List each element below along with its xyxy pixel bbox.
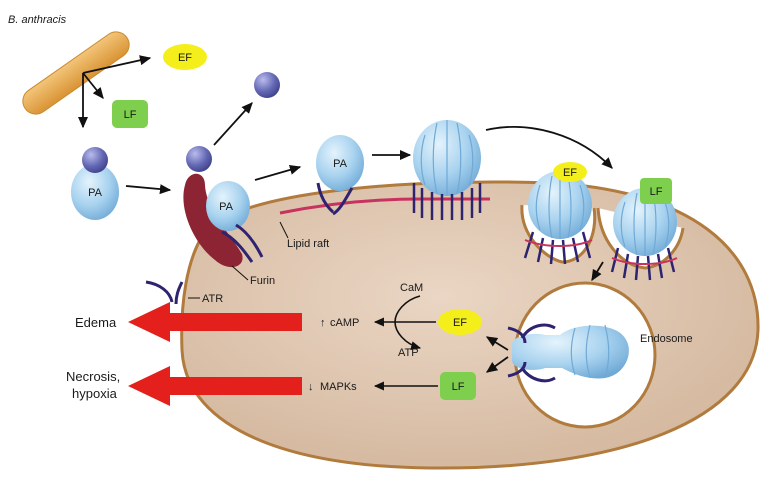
organism-label: B. anthracis bbox=[8, 14, 67, 26]
pa-on-receptor: PA bbox=[206, 181, 250, 231]
svg-text:EF: EF bbox=[453, 317, 467, 329]
ef-toxin-released: EF bbox=[163, 44, 207, 70]
svg-text:LF: LF bbox=[452, 381, 465, 393]
atr-label: ATR bbox=[202, 293, 223, 305]
release-arrows bbox=[77, 55, 152, 129]
down-arrow-icon: ↓ bbox=[308, 381, 314, 393]
arrow-to-endosome bbox=[591, 261, 604, 282]
atp-label: ATP bbox=[398, 347, 419, 359]
heptamer-ef-complex: EF bbox=[523, 162, 593, 265]
arrow-pa20-release bbox=[213, 102, 253, 146]
arrow-to-pa63 bbox=[254, 164, 302, 181]
endosome-label: Endosome bbox=[640, 333, 693, 345]
svg-text:EF: EF bbox=[178, 52, 192, 64]
svg-text:PA: PA bbox=[88, 187, 103, 199]
lipid-raft-patch bbox=[279, 197, 421, 215]
pa-pore-endosome bbox=[507, 323, 629, 383]
svg-text:LF: LF bbox=[124, 109, 137, 121]
svg-text:LF: LF bbox=[650, 186, 663, 198]
receptor-pa63 bbox=[316, 182, 354, 216]
endosome-release-arrows bbox=[485, 336, 509, 373]
necrosis-arrow bbox=[128, 366, 302, 406]
pa-heptamer-prepore bbox=[412, 120, 482, 220]
pa20-fragment-bound bbox=[186, 146, 212, 172]
necrosis-label: Necrosis, bbox=[66, 369, 120, 384]
camp-reaction bbox=[373, 295, 436, 351]
heptamer-lf-complex: LF bbox=[610, 178, 678, 281]
hypoxia-label: hypoxia bbox=[72, 386, 118, 401]
svg-text:EF: EF bbox=[563, 167, 577, 179]
lf-toxin-released: LF bbox=[112, 100, 148, 128]
svg-text:PA: PA bbox=[219, 201, 234, 213]
ef-cytosol: EF bbox=[438, 309, 482, 335]
pa63-monomer: PA bbox=[316, 135, 364, 191]
receptor-furin bbox=[221, 223, 264, 263]
atr-receptor bbox=[145, 280, 184, 305]
lf-cytosol: LF bbox=[440, 372, 476, 400]
edema-label: Edema bbox=[75, 315, 117, 330]
camp-label: cAMP bbox=[330, 317, 359, 329]
furin-label: Furin bbox=[250, 275, 275, 287]
up-arrow-icon: ↑ bbox=[320, 317, 326, 329]
arrow-to-furin bbox=[125, 184, 172, 195]
lipid-raft-leader bbox=[279, 221, 289, 239]
svg-text:PA: PA bbox=[333, 158, 348, 170]
mapks-label: MAPKs bbox=[320, 381, 357, 393]
furin-leader bbox=[231, 265, 249, 281]
edema-arrow bbox=[128, 302, 302, 342]
pa83-protein: PA bbox=[71, 147, 119, 220]
cam-label: CaM bbox=[400, 282, 423, 294]
arrow-to-binding bbox=[485, 126, 613, 169]
pa20-fragment-free bbox=[254, 72, 280, 98]
lipid-raft-label: Lipid raft bbox=[287, 238, 329, 250]
